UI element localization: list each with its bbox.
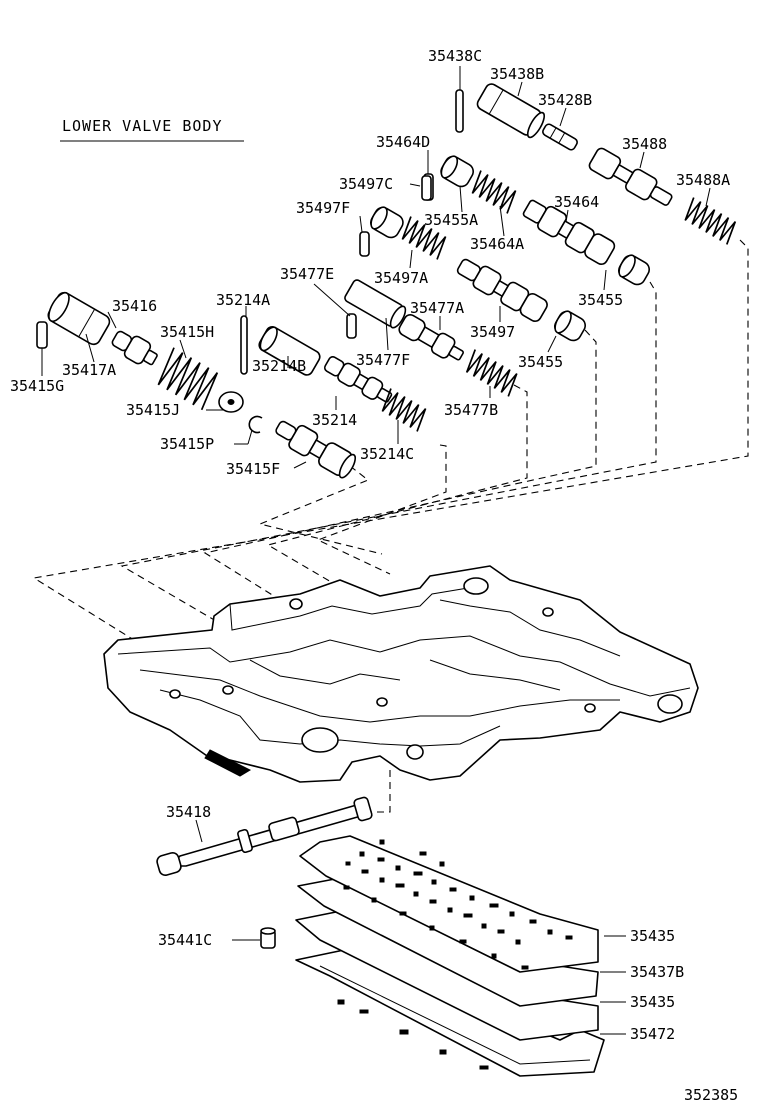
pin-35214A [240,315,248,375]
label-35415J: 35415J [126,401,180,419]
label-35435-lower: 35435 [630,993,675,1011]
valve-35464 [522,199,616,265]
label-35455-upper: 35455 [578,291,623,309]
pin-35415G [36,321,48,349]
label-35418: 35418 [166,803,211,821]
label-35477F: 35477F [356,351,410,369]
label-35464D: 35464D [376,133,430,151]
cap-near-35497F [370,206,404,239]
label-35477B: 35477B [444,401,498,419]
diagram-title: LOWER VALVE BODY [62,117,223,135]
pin-35497F [359,231,370,257]
washer-35415J [218,391,244,413]
label-35488: 35488 [622,135,667,153]
assembly-guide-lines [32,239,749,813]
label-35437B: 35437B [630,963,684,981]
label-35497: 35497 [470,323,515,341]
label-35435-upper: 35435 [630,927,675,945]
valve-parts [36,83,737,479]
plate-holes [337,839,573,1070]
cap-35455-lower [554,310,586,342]
label-35214B: 35214B [252,357,306,375]
spring-35214C [381,388,427,432]
label-35464A: 35464A [470,235,524,253]
sleeve-35438B [476,83,546,139]
leader-lines [41,66,711,1035]
spring-35464A [471,170,517,214]
pin-35477E [346,313,357,339]
label-35477E: 35477E [280,265,334,283]
label-35497F: 35497F [296,199,350,217]
part-labels: 35438C 35438B 35428B 35488 35488A 35464D… [10,47,738,1104]
label-35455-lower: 35455 [518,353,563,371]
sleeve-35417A [47,291,111,346]
cap-35455A [440,155,474,188]
tube-35418 [156,796,373,877]
spring-35477B [465,349,518,397]
label-35472: 35472 [630,1025,675,1043]
spring-35488A [684,197,737,245]
pin-35438C [455,89,464,133]
pin-35497C [421,175,432,201]
label-35416: 35416 [112,297,157,315]
label-35417A: 35417A [62,361,116,379]
sleeve-35214B [258,326,321,376]
label-35438C: 35438C [428,47,482,65]
label-35497C: 35497C [339,175,393,193]
part-35441C [260,927,276,949]
valve-35214 [323,356,393,403]
valve-35477A [398,314,464,361]
spring-35415H [157,347,219,411]
label-35415F: 35415F [226,460,280,478]
valve-35497 [456,258,548,322]
label-35488A: 35488A [676,171,730,189]
valve-35415F [275,420,357,479]
label-35214A: 35214A [216,291,270,309]
label-35455A: 35455A [424,211,478,229]
spring-35497A [401,216,447,260]
label-35497A: 35497A [374,269,428,287]
figure-code: 352385 [684,1086,738,1104]
label-35428B: 35428B [538,91,592,109]
plug-35428B [542,123,578,151]
label-35415H: 35415H [160,323,214,341]
label-35214C: 35214C [360,445,414,463]
sleeve-35477F [344,279,407,329]
cap-35455-upper [618,254,650,286]
valve-body-casting [103,565,699,783]
label-35415G: 35415G [10,377,64,395]
valve-35488 [588,147,673,206]
label-35441C: 35441C [158,931,212,949]
label-35477A: 35477A [410,299,464,317]
separator-plates [295,835,605,1077]
clip-35415P [248,415,263,434]
label-35464: 35464 [554,193,599,211]
label-35214: 35214 [312,411,357,429]
label-35415P: 35415P [160,435,214,453]
label-35438B: 35438B [490,65,544,83]
plug-35416 [111,330,158,366]
